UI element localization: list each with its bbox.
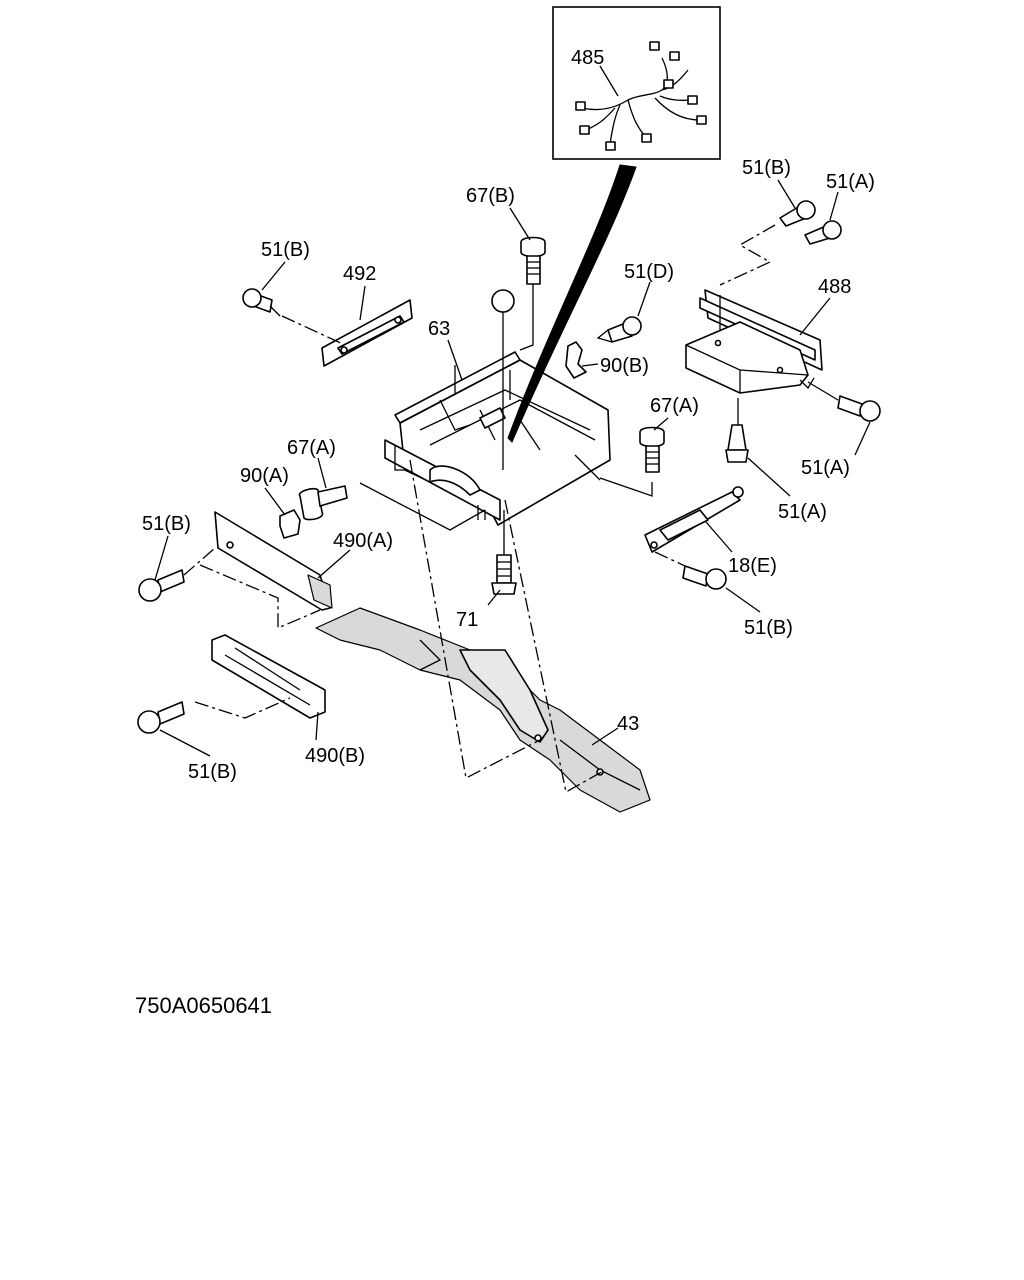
callout-71: 71	[456, 609, 478, 631]
callout-51b-right: 51(B)	[744, 617, 793, 639]
callout-18e: 18(E)	[728, 555, 777, 577]
screw-51a-under-unit	[725, 398, 749, 463]
cover-490b	[194, 634, 326, 719]
callout-51b-top-left: 51(B)	[261, 239, 310, 261]
floor-panel-43	[315, 607, 651, 813]
cover-490a	[199, 511, 333, 629]
control-unit-488	[685, 289, 823, 394]
callout-492: 492	[343, 263, 376, 285]
screw-51b-bottom-left	[137, 701, 185, 734]
clip-90a	[279, 509, 301, 539]
callout-51b-bottom-left: 51(B)	[188, 761, 237, 783]
bolt-67a-left	[298, 482, 486, 531]
screw-51b-left	[138, 547, 216, 602]
bolt-71	[491, 510, 517, 595]
callout-63: 63	[428, 318, 450, 340]
bolt-67a-right	[599, 426, 665, 497]
harness-inset	[552, 6, 721, 160]
callout-67a-right: 67(A)	[650, 395, 699, 417]
callout-51d: 51(D)	[624, 261, 674, 283]
callout-485: 485	[571, 47, 604, 69]
screw-51b-right	[654, 551, 727, 590]
callout-51b-left: 51(B)	[142, 513, 191, 535]
drawing-code: 750A0650641	[135, 993, 272, 1018]
callout-labels: 485 67(B) 51(B) 51(A) 51(B) 492 51(D) 48…	[142, 47, 875, 783]
clip-90b	[565, 341, 587, 379]
callout-67a-left: 67(A)	[287, 437, 336, 459]
leader-lines	[154, 179, 871, 757]
callout-51b-top-right: 51(B)	[742, 157, 791, 179]
callout-490a: 490(A)	[333, 530, 393, 552]
pin-vertical	[491, 289, 515, 470]
callout-488: 488	[818, 276, 851, 298]
callout-90b: 90(B)	[600, 355, 649, 377]
seat-frame	[384, 351, 611, 526]
callout-490b: 490(B)	[305, 745, 365, 767]
screws-top-right	[719, 200, 842, 286]
bolt-67b	[519, 236, 546, 351]
callout-43: 43	[617, 713, 639, 735]
callout-67b: 67(B)	[466, 185, 515, 207]
callout-51a-top-right: 51(A)	[826, 171, 875, 193]
screw-51a-right	[807, 381, 881, 422]
callout-90a: 90(A)	[240, 465, 289, 487]
callout-51a-right-2: 51(A)	[778, 501, 827, 523]
bracket-18e	[644, 486, 744, 553]
screw-51d	[596, 316, 642, 343]
callout-51a-right-1: 51(A)	[801, 457, 850, 479]
trim-492	[242, 288, 413, 367]
